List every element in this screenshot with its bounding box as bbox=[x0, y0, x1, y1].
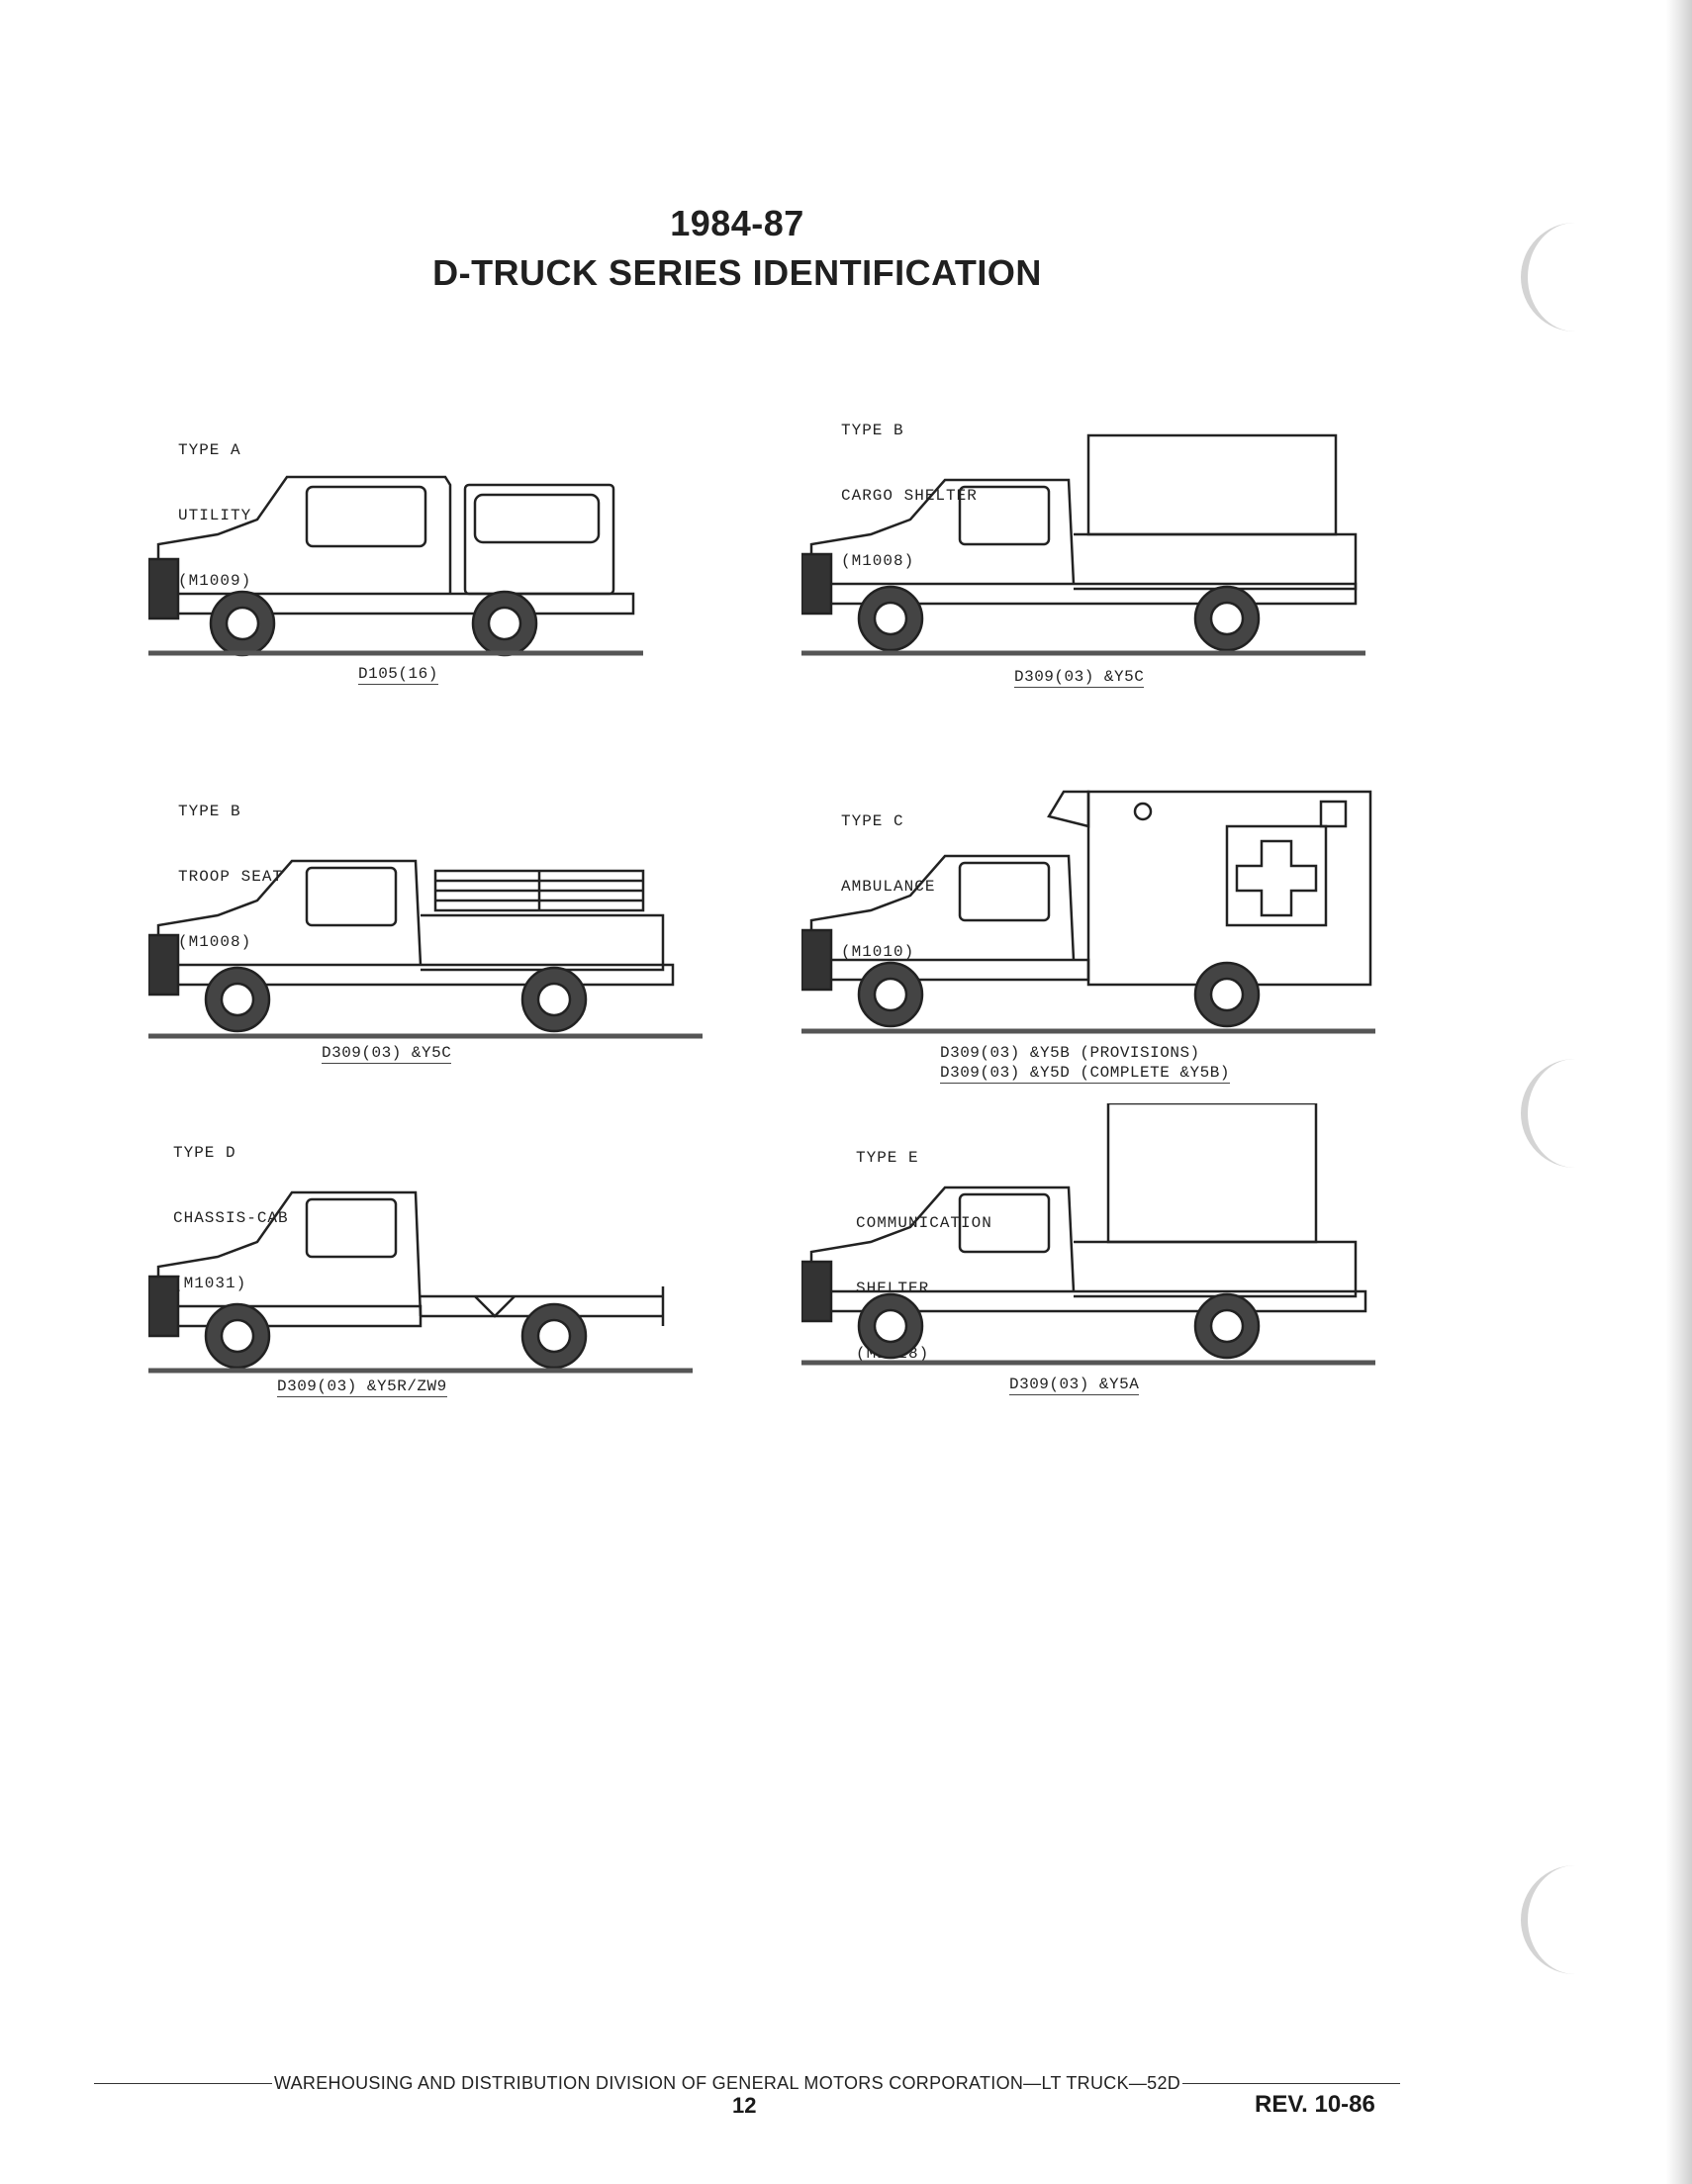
binder-hole-middle bbox=[1521, 1059, 1597, 1168]
footer-division-text: WAREHOUSING AND DISTRIBUTION DIVISION OF… bbox=[274, 2073, 1181, 2093]
page-edge bbox=[1666, 0, 1692, 2184]
type-label: TYPE D bbox=[173, 1144, 236, 1162]
binder-hole-top bbox=[1521, 223, 1597, 332]
body-label-2: SHELTER bbox=[856, 1280, 930, 1297]
body-label: COMMUNICATION bbox=[856, 1214, 992, 1232]
part-code-caption: D309(03) &Y5A bbox=[1009, 1376, 1140, 1395]
body-label: TROOP SEAT bbox=[178, 868, 284, 886]
type-label: TYPE E bbox=[856, 1149, 919, 1167]
part-code-caption: D105(16) bbox=[358, 665, 438, 685]
footer-division-line: WAREHOUSING AND DISTRIBUTION DIVISION OF… bbox=[94, 2073, 1400, 2094]
model-label: (M1031) bbox=[173, 1275, 247, 1292]
page-title: D-TRUCK SERIES IDENTIFICATION bbox=[432, 252, 1042, 293]
panel-type-b-cargo-shelter: TYPE B CARGO SHELTER (M1008) D309(03) &Y… bbox=[801, 376, 1365, 693]
body-label: AMBULANCE bbox=[841, 878, 936, 896]
model-label: (M1009) bbox=[178, 572, 252, 590]
panel-type-d-chassis-cab: TYPE D CHASSIS-CAB (M1031) D309(03) &Y5R… bbox=[148, 1098, 693, 1405]
part-code-caption: D309(03) &Y5R/ZW9 bbox=[277, 1377, 447, 1397]
panel-type-a-utility: TYPE A UTILITY (M1009) D105(16) bbox=[148, 396, 643, 693]
type-label: TYPE C bbox=[841, 812, 904, 830]
ambulance-truck-illustration bbox=[801, 790, 1375, 1034]
model-label: (M1008) bbox=[841, 552, 915, 570]
model-label: (M1010) bbox=[841, 943, 915, 961]
type-label: TYPE B bbox=[178, 803, 241, 820]
type-label: TYPE A bbox=[178, 441, 241, 459]
panel-type-b-troop-seat: TYPE B TROOP SEAT (M1008) D309(03) &Y5C bbox=[148, 757, 703, 1074]
model-label: (M1008) bbox=[178, 933, 252, 951]
troop-seat-truck-illustration bbox=[148, 859, 703, 1039]
utility-truck-illustration bbox=[148, 475, 643, 657]
binder-hole-bottom bbox=[1521, 1865, 1597, 1974]
cargo-shelter-truck-illustration bbox=[801, 433, 1365, 656]
page-title-years: 1984-87 bbox=[670, 203, 804, 243]
body-label: CARGO SHELTER bbox=[841, 487, 978, 505]
part-code-caption-complete: D309(03) &Y5D (COMPLETE &Y5B) bbox=[940, 1064, 1230, 1084]
part-code-caption: D309(03) &Y5C bbox=[322, 1044, 452, 1064]
body-label: CHASSIS-CAB bbox=[173, 1209, 289, 1227]
panel-type-e-communication-shelter: TYPE E COMMUNICATION SHELTER (M1028) D30… bbox=[801, 1103, 1375, 1405]
panel-type-c-ambulance: TYPE C AMBULANCE (M1010) D309(03) &Y5B (… bbox=[801, 767, 1375, 1084]
part-code-caption: D309(03) &Y5B (PROVISIONS) bbox=[940, 1044, 1200, 1062]
part-code-caption: D309(03) &Y5C bbox=[1014, 668, 1145, 688]
page-number: 12 bbox=[732, 2093, 757, 2118]
chassis-cab-truck-illustration bbox=[148, 1190, 693, 1374]
type-label: TYPE B bbox=[841, 422, 904, 439]
body-label: UTILITY bbox=[178, 507, 252, 524]
revision-label: REV. 10-86 bbox=[1255, 2091, 1375, 2118]
communication-shelter-truck-illustration bbox=[801, 1103, 1375, 1366]
